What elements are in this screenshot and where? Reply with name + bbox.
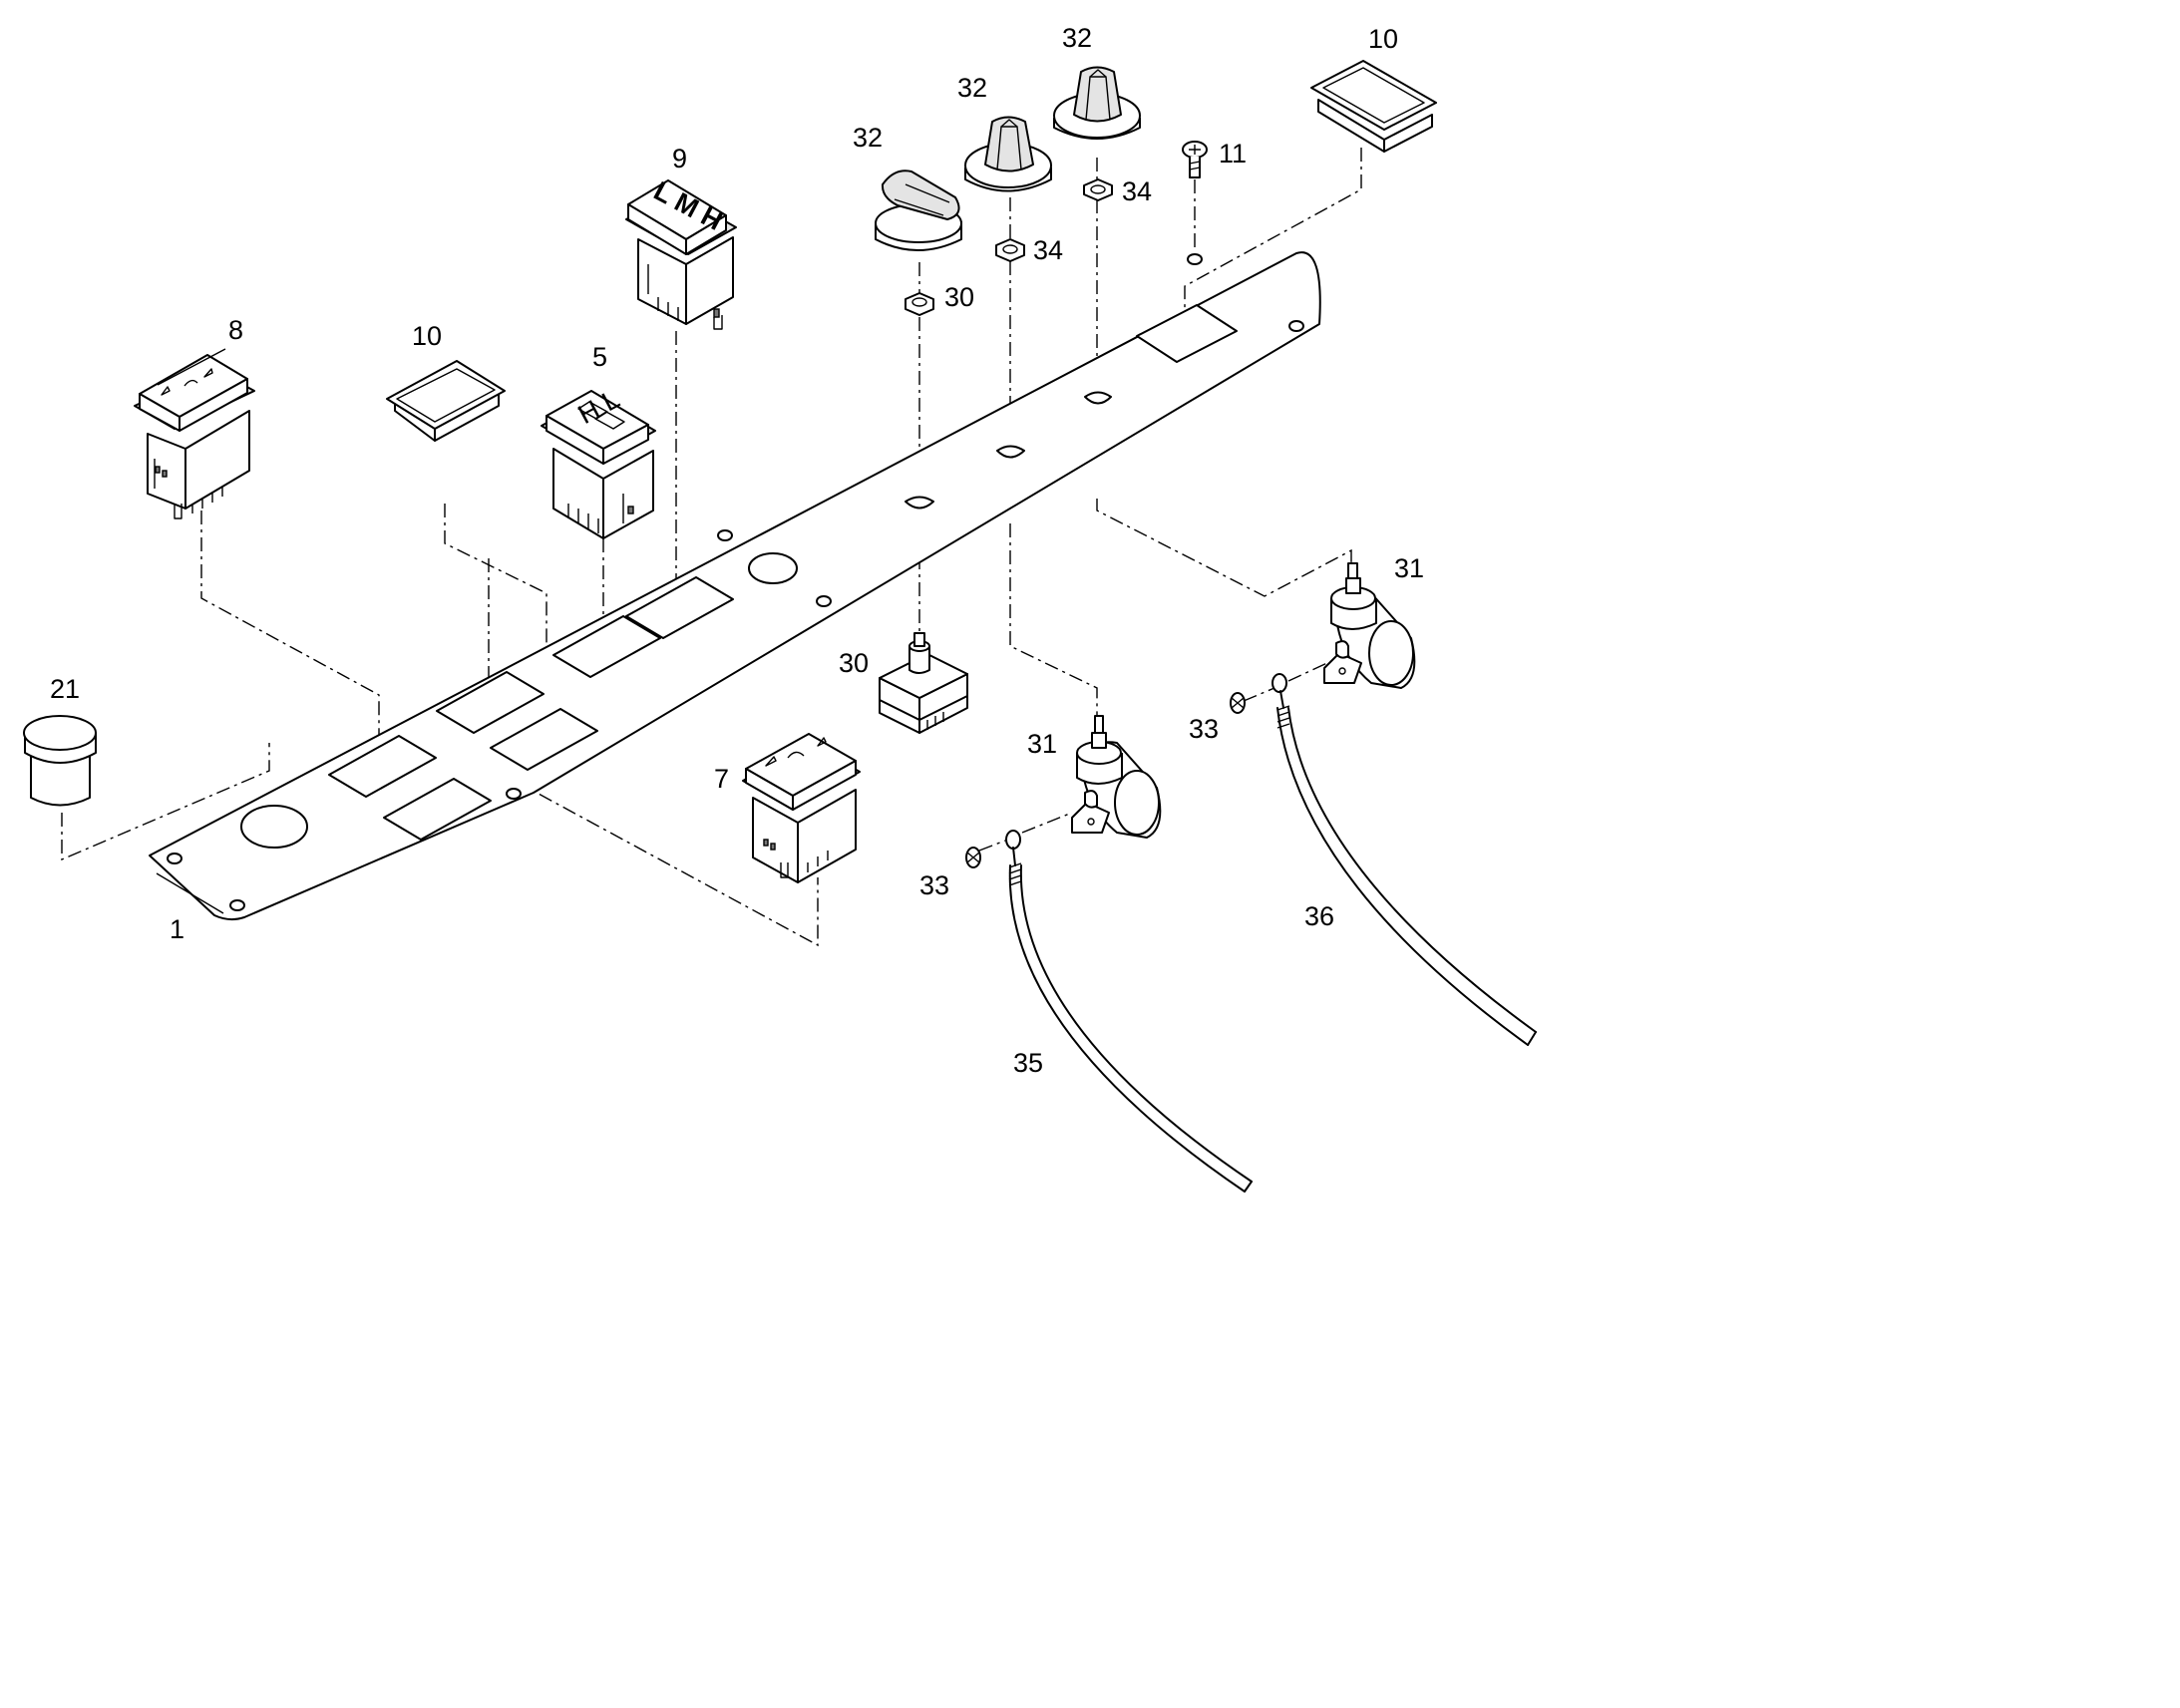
rotary-switch-30	[879, 632, 968, 734]
callout-32-left: 32	[853, 123, 883, 153]
callout-36: 36	[1304, 901, 1334, 931]
callout-1: 1	[170, 914, 184, 944]
callout-10-right: 10	[1368, 24, 1398, 54]
wire-36	[1272, 673, 1537, 1046]
callout-32-mid: 32	[957, 73, 987, 103]
nut-34-a	[995, 238, 1025, 262]
callout-35: 35	[1013, 1048, 1043, 1078]
knob-32-b	[964, 116, 1052, 192]
callout-34-lower: 34	[1033, 235, 1063, 265]
callout-8: 8	[228, 315, 243, 345]
wire-35	[1005, 830, 1253, 1193]
callout-labels: 1 21 8 10 5 9 7 32 32 32 10 11 34 34 30 …	[50, 23, 1424, 1078]
rocker-switch-5: H L	[541, 384, 656, 539]
switch-mechanism-31-left	[1071, 715, 1162, 839]
switch-mechanism-31-right	[1323, 562, 1416, 689]
callout-9: 9	[672, 144, 687, 173]
lock-washer-33-right	[1230, 692, 1246, 714]
lock-washer-33-left	[965, 847, 981, 868]
exploded-parts-diagram: H L L M H	[23, 23, 1537, 1193]
callout-34-upper: 34	[1122, 176, 1152, 206]
callout-5: 5	[592, 342, 607, 372]
callout-33-right: 33	[1189, 714, 1219, 744]
rocker-switch-8	[134, 348, 255, 519]
knob-32-c	[1053, 66, 1141, 140]
indicator-lens-10-left	[386, 360, 506, 442]
plug-cap	[23, 715, 97, 807]
indicator-lens-10-right	[1310, 60, 1437, 153]
callout-33-left: 33	[919, 870, 949, 900]
nut-30	[905, 292, 934, 316]
callout-32-right: 32	[1062, 23, 1092, 53]
callout-30-nut: 30	[944, 282, 974, 312]
rocker-switch-9: L M H	[625, 175, 737, 330]
nut-34-b	[1083, 178, 1113, 201]
knob-32-a	[875, 170, 962, 251]
callout-10-left: 10	[412, 321, 442, 351]
callout-30-switch: 30	[839, 648, 869, 678]
rocker-switch-7	[742, 733, 861, 883]
callout-31-left: 31	[1027, 729, 1057, 759]
callout-31-right: 31	[1394, 553, 1424, 583]
callout-21: 21	[50, 674, 80, 704]
callout-11: 11	[1219, 139, 1247, 169]
callout-7: 7	[714, 764, 729, 794]
mounting-panel	[149, 251, 1321, 921]
screw	[1182, 141, 1208, 178]
